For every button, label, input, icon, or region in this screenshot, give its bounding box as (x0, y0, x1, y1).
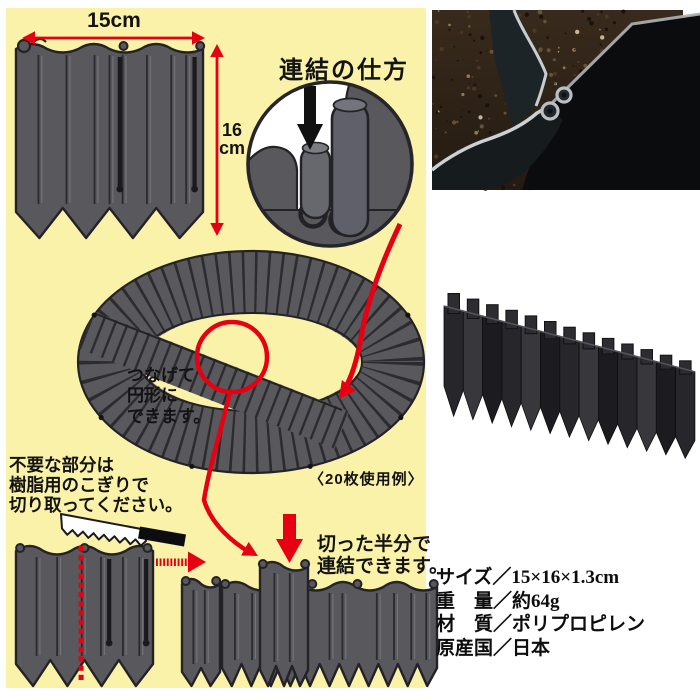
plastic-saw-icon (60, 513, 186, 547)
connector-top (524, 315, 538, 335)
pleat (520, 325, 541, 432)
connector-top (447, 293, 460, 314)
connected-band (220, 579, 439, 688)
connector-top (544, 321, 557, 340)
product-photo (443, 293, 696, 460)
cut-line-dot (78, 564, 84, 570)
connector-tube (330, 100, 370, 238)
pleat (617, 350, 638, 449)
connector-pin (299, 144, 332, 220)
cut-line-dot (78, 638, 84, 644)
connector-top (640, 349, 653, 365)
panel-being-cut (14, 543, 155, 688)
connection-detail-magnifier (246, 80, 414, 248)
connector-top (601, 337, 615, 355)
cutting-diagram (14, 513, 186, 688)
pleat (598, 345, 619, 446)
ring-caption: つなげて 円形に できます。 (127, 366, 211, 426)
cut-line-dot (78, 656, 84, 662)
cut-line-dot (78, 555, 84, 561)
overlap-strip (78, 309, 350, 449)
width-dimension-label: 15cm (87, 9, 141, 32)
connector-top (582, 332, 596, 350)
magnifier-to-ring-arrow (339, 222, 403, 399)
spec-weight: 重 量／約64g (436, 590, 560, 612)
pleat (559, 335, 580, 439)
ring-example-caption: 〈20枚使用例〉 (309, 471, 424, 488)
connector-top (563, 326, 576, 345)
edging-vane (489, 10, 546, 128)
pleat (540, 330, 561, 435)
panel-shape (14, 41, 206, 240)
cut-half-piece (180, 576, 222, 688)
pleat (578, 340, 599, 442)
joint-highlight-circle (194, 319, 270, 395)
connector-top (659, 354, 673, 370)
front-wall (432, 107, 563, 190)
circle-arrangement-diagram (76, 249, 426, 475)
reconnect-diagram (220, 559, 439, 688)
connector-top (486, 304, 499, 325)
insert-arrow-icon (276, 514, 303, 563)
pleat (462, 310, 484, 421)
cut-line-dot (78, 665, 84, 671)
connect-heading: 連結の仕方 (279, 57, 409, 84)
pleat (501, 320, 522, 428)
connector-top (466, 298, 480, 320)
installed-closeup-photo (430, 9, 700, 191)
pleat (675, 366, 696, 460)
spec-size: サイズ／15×16×1.3cm (436, 567, 620, 588)
cut-line-dot (78, 582, 84, 588)
pleat (443, 305, 464, 418)
cut-line-dot (78, 628, 84, 634)
pleat (636, 356, 657, 453)
pleat (655, 361, 676, 456)
cut-line-dot (78, 619, 84, 625)
cut-line-dot (78, 674, 84, 680)
cut-line-dot (78, 546, 84, 552)
spec-material: 材 質／ポリプロピレン (436, 614, 646, 635)
cut-line-dot (78, 573, 84, 579)
cut-line-dot (78, 592, 84, 598)
connector-top (621, 343, 634, 360)
cut-line-dot (78, 601, 84, 607)
height-dimension-label: 16 cm (218, 120, 245, 158)
cut-line-dot (78, 610, 84, 616)
pleat (482, 315, 503, 425)
inserted-half-piece (257, 559, 311, 688)
width-dimension-arrow (22, 31, 205, 45)
connector-top (505, 309, 518, 330)
spec-list: サイズ／15×16×1.3cm 重 量／約64g 材 質／ポリプロピレン 原産国… (436, 566, 645, 660)
saw-caption: 不要な部分は 樹脂用のこぎりで 切り取ってください。 (9, 455, 183, 515)
height-dimension-arrow (210, 44, 224, 236)
ring-to-reconnect-arrow (201, 391, 258, 556)
rear-wall (522, 14, 700, 190)
down-arrow-icon (297, 86, 323, 150)
spec-origin: 原産国／日本 (436, 637, 551, 659)
cut-line-dot (78, 647, 84, 653)
cut-result-arrow (156, 551, 206, 573)
half-connect-caption: 切った半分で 連結できます。 (317, 534, 449, 578)
panel-front-diagram (14, 37, 206, 240)
